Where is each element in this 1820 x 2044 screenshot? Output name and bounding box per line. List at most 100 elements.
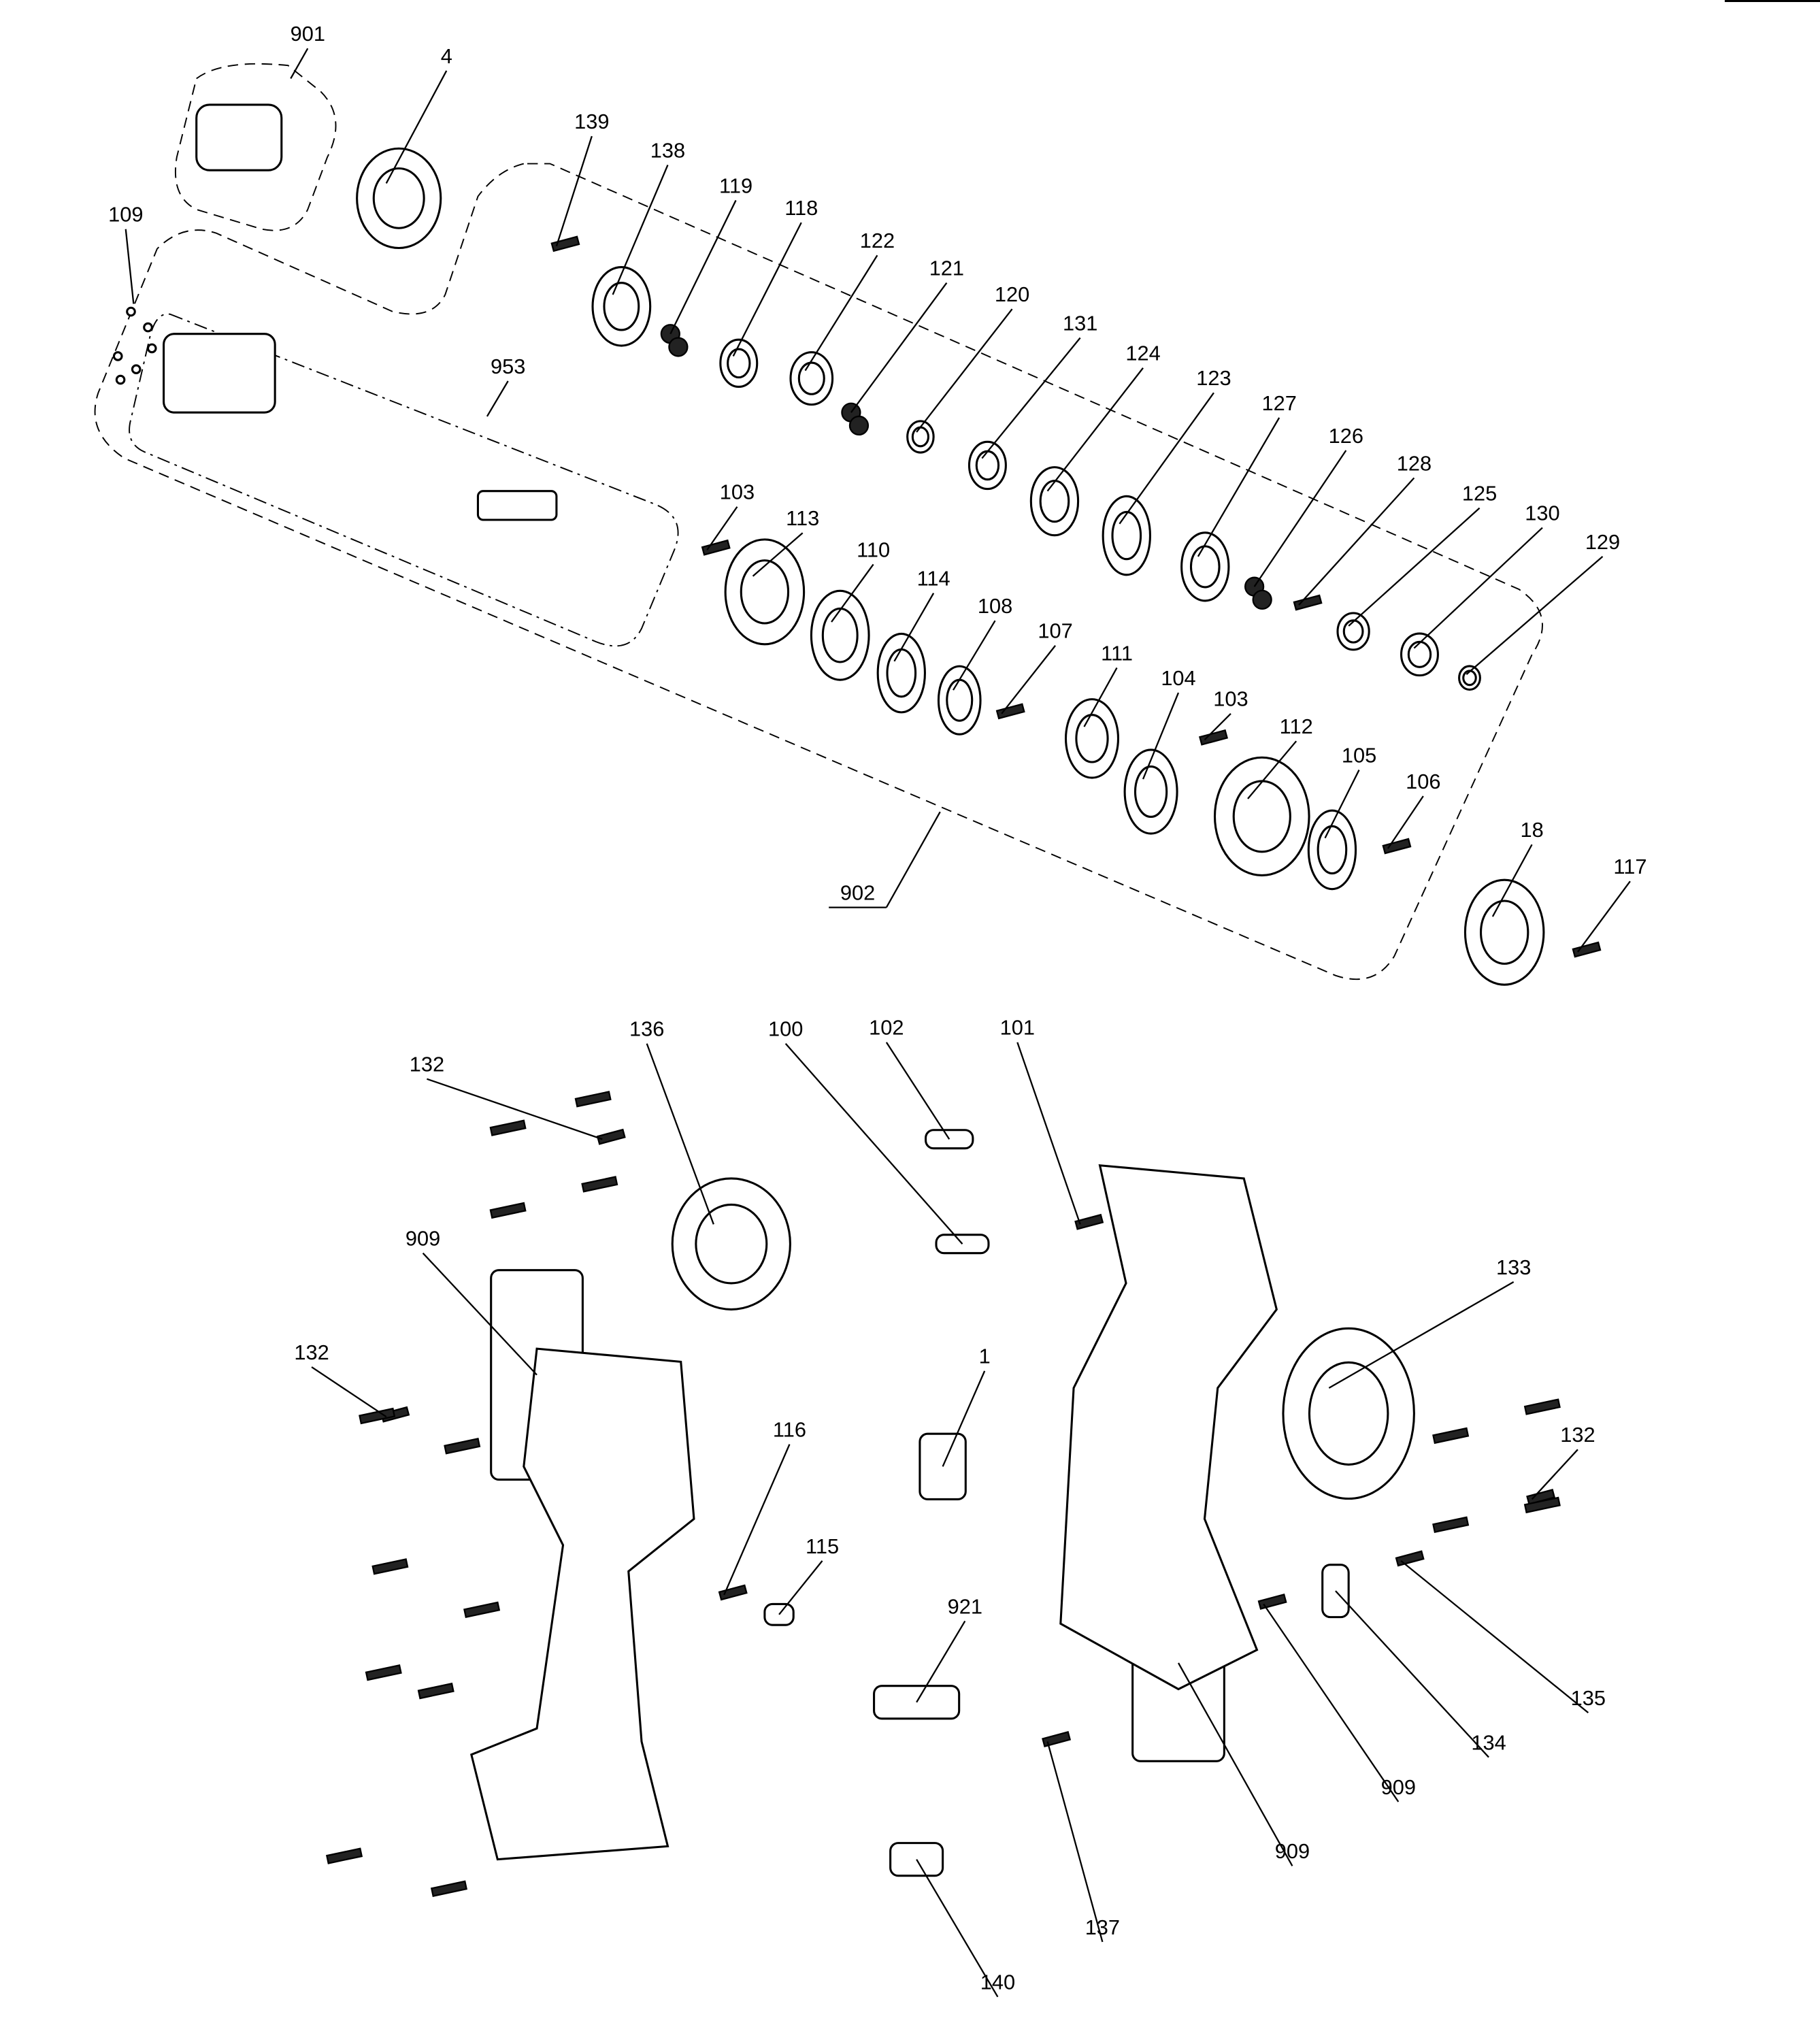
- callout-4: 4: [441, 44, 452, 68]
- leader-line: [723, 1444, 791, 1596]
- leader-line: [893, 593, 935, 662]
- callout-909: 909: [1275, 1839, 1310, 1863]
- callout-909: 909: [1381, 1775, 1416, 1799]
- part-123-bore: [1111, 510, 1142, 561]
- leader-line: [1400, 1560, 1589, 1714]
- leader-line: [885, 811, 941, 908]
- callout-953: 953: [491, 355, 525, 378]
- part-112-bore: [1232, 780, 1291, 853]
- callout-133: 133: [1496, 1255, 1531, 1279]
- part-119-gear: [668, 337, 689, 357]
- part-118-bore: [727, 348, 751, 379]
- part-113-bore: [740, 559, 790, 625]
- leader-line: [1328, 1281, 1515, 1389]
- callout-137: 137: [1085, 1915, 1120, 1939]
- callout-123: 123: [1196, 366, 1231, 390]
- leader-line: [916, 308, 1013, 433]
- leader-line: [1046, 367, 1144, 492]
- part-139-screw: [550, 235, 580, 252]
- callout-117: 117: [1613, 855, 1647, 878]
- housing-right: [1059, 1164, 1278, 1691]
- callout-labels: 9014139138119118122121120131124123127126…: [108, 22, 1647, 1994]
- part-103-screw: [701, 539, 731, 556]
- leader-line: [1197, 417, 1280, 557]
- leader-line: [1177, 1662, 1293, 1866]
- callout-121: 121: [929, 257, 964, 280]
- callout-902: 902: [840, 881, 875, 905]
- callout-18: 18: [1520, 818, 1543, 842]
- screw-132: [489, 1202, 527, 1219]
- part-110-bore: [821, 607, 859, 663]
- leader-line: [706, 506, 738, 550]
- pin-109: [131, 364, 142, 374]
- callout-132: 132: [410, 1053, 444, 1076]
- callout-132: 132: [294, 1340, 329, 1364]
- callout-120: 120: [995, 282, 1029, 306]
- screw-132: [1523, 1398, 1561, 1415]
- callout-130: 130: [1525, 501, 1559, 525]
- housing-left: [470, 1347, 695, 1861]
- callout-115: 115: [806, 1534, 839, 1558]
- screw-132: [325, 1847, 363, 1864]
- callout-131: 131: [1063, 311, 1097, 335]
- leader-line: [290, 48, 309, 80]
- part-105-bore: [1317, 825, 1348, 875]
- pin-109: [126, 306, 136, 317]
- leader-line: [311, 1366, 387, 1418]
- leader-line: [1001, 645, 1057, 714]
- part-121-gear: [848, 415, 870, 436]
- callout-104: 104: [1161, 666, 1195, 690]
- part-129-bore: [1462, 670, 1477, 687]
- callout-111: 111: [1101, 641, 1133, 665]
- callout-138: 138: [650, 138, 685, 162]
- part-909-screw: [1257, 1593, 1287, 1610]
- pin-109: [115, 374, 126, 385]
- part-130-bore: [1407, 640, 1432, 668]
- screw-132: [417, 1682, 454, 1700]
- part-124-bore: [1039, 480, 1070, 523]
- part-120-bore: [911, 426, 929, 448]
- leader-line: [831, 563, 874, 623]
- callout-109: 109: [108, 203, 143, 227]
- leader-line: [1119, 392, 1214, 525]
- leader-line: [953, 620, 996, 691]
- leader-line: [1046, 1741, 1104, 1943]
- leader-line: [1324, 770, 1360, 839]
- part-106-screw: [1382, 838, 1412, 855]
- leader-line: [1348, 507, 1480, 627]
- callout-921: 921: [948, 1594, 982, 1618]
- callout-132: 132: [1560, 1423, 1595, 1447]
- screw-132: [430, 1880, 468, 1897]
- leader-line: [804, 254, 878, 372]
- callout-100: 100: [768, 1017, 803, 1041]
- callout-128: 128: [1397, 451, 1432, 475]
- leader-line: [1413, 527, 1543, 649]
- part-104-bore: [1134, 765, 1168, 818]
- callout-106: 106: [1406, 770, 1440, 793]
- callout-129: 129: [1585, 530, 1620, 554]
- part-138-bore: [603, 282, 640, 331]
- top-rule: [1725, 0, 1820, 2]
- screw-132: [444, 1438, 481, 1455]
- callout-108: 108: [978, 594, 1012, 618]
- pin-109: [112, 351, 123, 361]
- leader-line: [612, 165, 669, 295]
- leader-line: [427, 1078, 603, 1140]
- leader-line: [1491, 844, 1533, 917]
- leader-line: [1083, 667, 1118, 727]
- callout-107: 107: [1038, 619, 1072, 643]
- leader-line: [1335, 1590, 1489, 1758]
- part-125-bore: [1342, 619, 1364, 644]
- part-127-bore: [1189, 545, 1221, 589]
- callout-105: 105: [1342, 743, 1376, 767]
- callout-122: 122: [860, 229, 895, 252]
- screw-132: [581, 1176, 618, 1193]
- screw-132: [574, 1091, 612, 1108]
- callout-134: 134: [1471, 1730, 1506, 1754]
- leader-line: [1466, 556, 1604, 675]
- callout-102: 102: [869, 1016, 904, 1040]
- leader-line: [669, 199, 737, 335]
- callout-1: 1: [979, 1345, 991, 1368]
- screw-132: [371, 1558, 409, 1575]
